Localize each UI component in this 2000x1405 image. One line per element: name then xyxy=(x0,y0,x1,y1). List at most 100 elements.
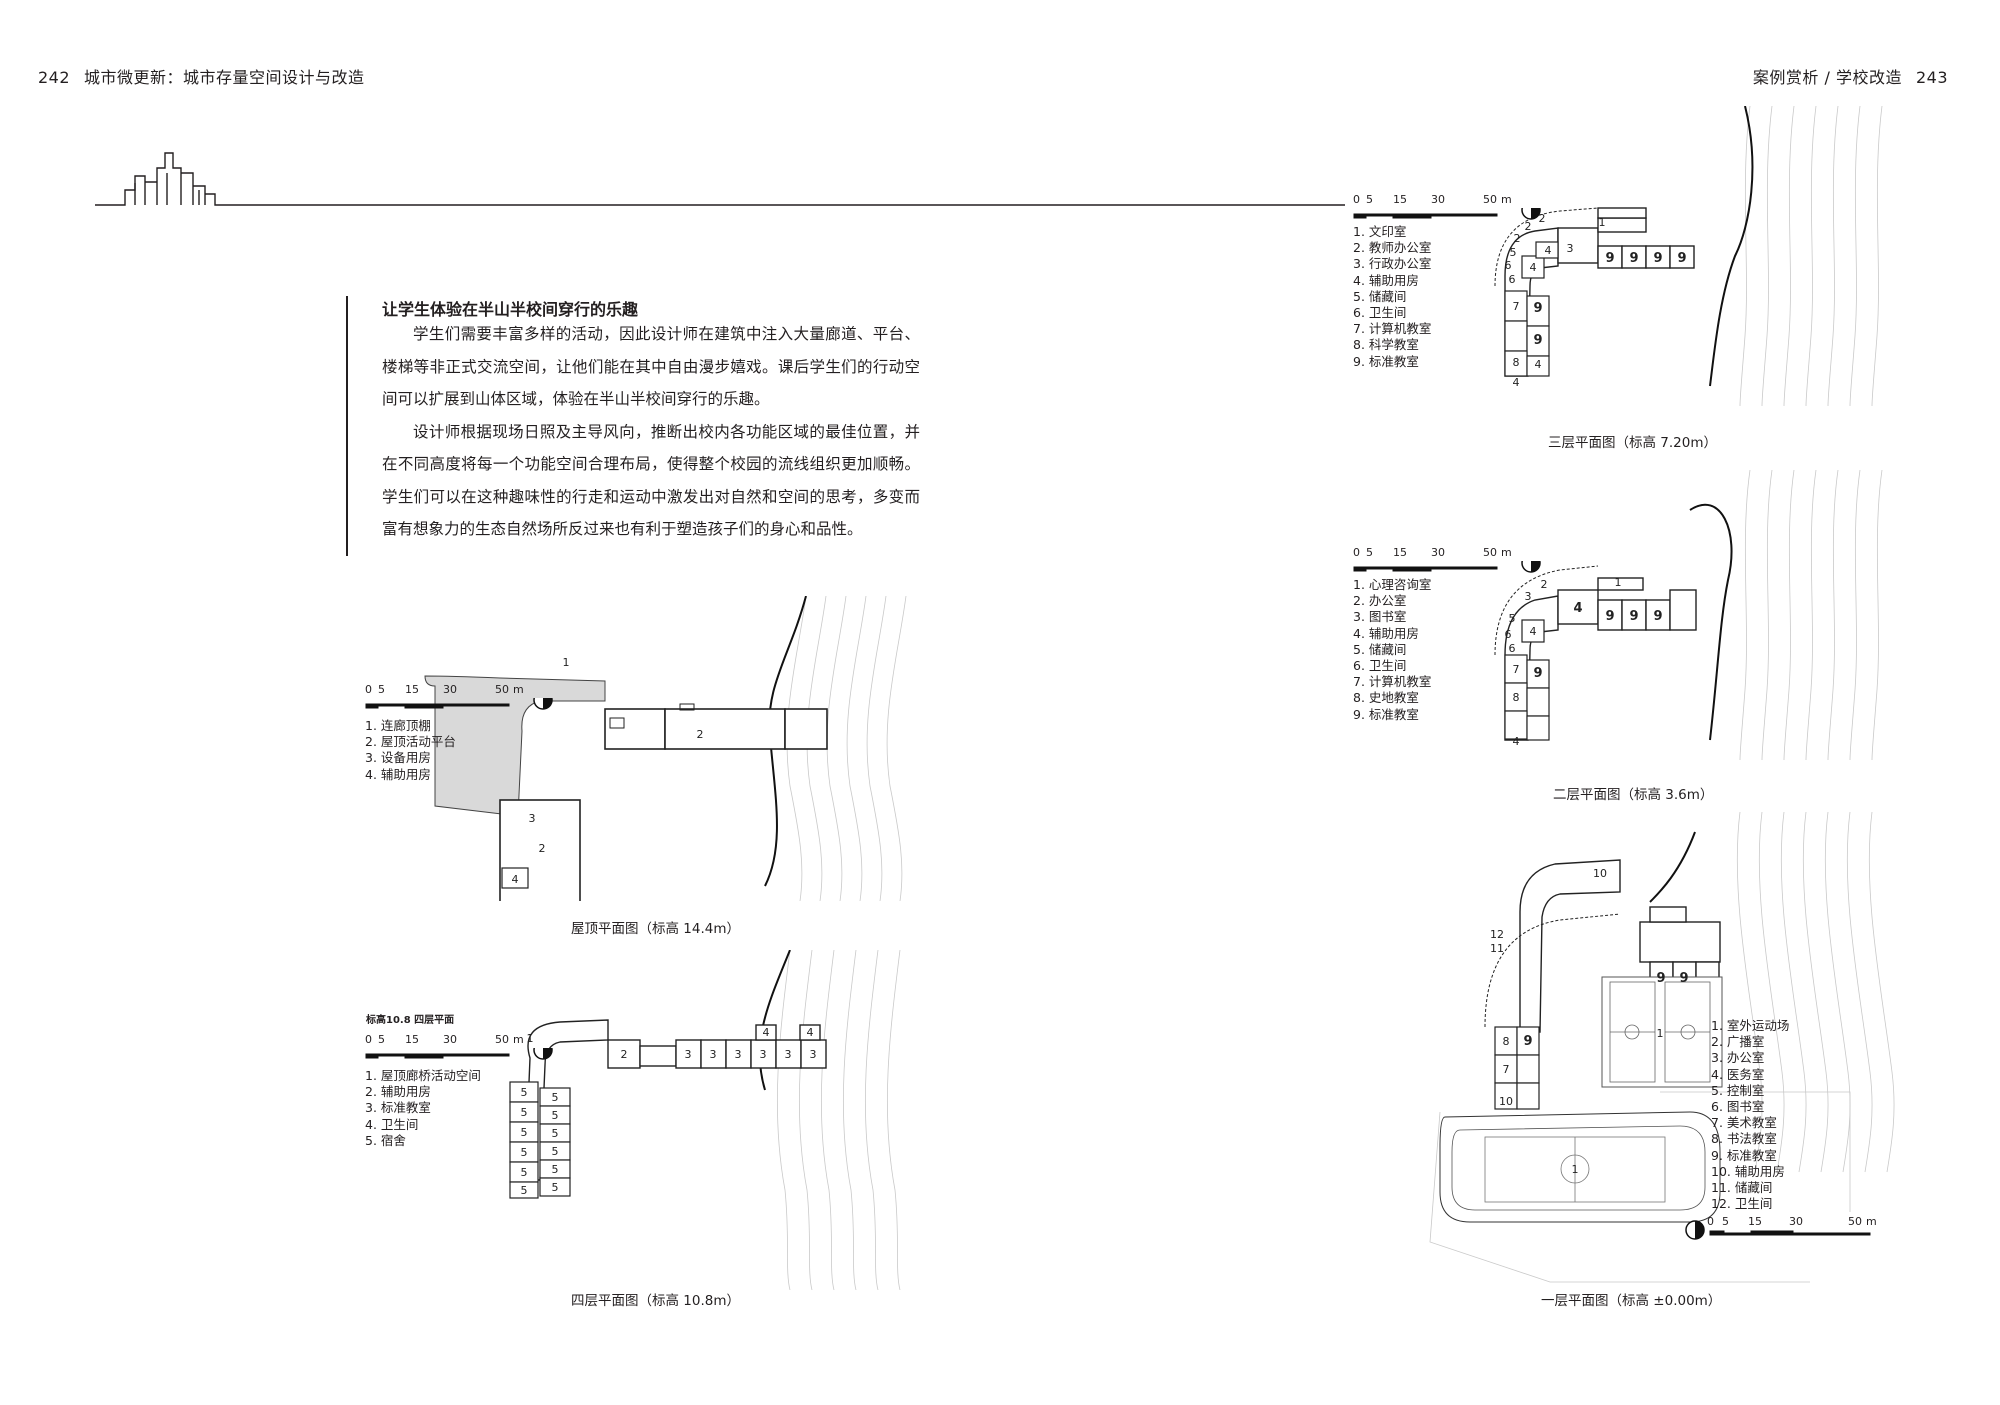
second-room-label: 7 xyxy=(1513,663,1520,676)
legend-item: 12. 卫生间 xyxy=(1711,1196,1773,1212)
roof-room-label: 4 xyxy=(512,873,519,886)
legend-item: 3. 办公室 xyxy=(1711,1050,1765,1066)
fourth-room-label: 5 xyxy=(521,1166,528,1179)
first-room-label: 1 xyxy=(1572,1163,1579,1176)
scale-tick: 50 xyxy=(495,683,509,696)
second-room-label: 8 xyxy=(1513,691,1520,704)
right-running-header: 案例赏析 / 学校改造 243 xyxy=(1753,64,1948,88)
third-room-label: 9 xyxy=(1629,251,1638,266)
fourth-room-label: 3 xyxy=(685,1048,692,1061)
legend-item: 4. 医务室 xyxy=(1711,1066,1765,1082)
second-room-label: 4 xyxy=(1513,735,1520,748)
second-plan-drawing: 1 2 3 4 4 4 5 6 6 7 8 9 9 9 9 xyxy=(1494,470,1883,760)
legend-item: 7. 计算机教室 xyxy=(1353,321,1432,337)
third-room-label: 6 xyxy=(1509,273,1516,286)
scale-tick: 50 xyxy=(495,1033,509,1046)
fourth-room-label: 3 xyxy=(710,1048,717,1061)
scale-tick: 0 xyxy=(1353,546,1360,559)
fourth-room-label: 2 xyxy=(621,1048,628,1061)
scale-tick: 30 xyxy=(1789,1215,1803,1228)
second-floor-plan: 1 2 3 4 4 4 5 6 6 7 8 9 9 9 9 xyxy=(1450,470,1920,760)
third-room-label: 2 xyxy=(1539,212,1546,225)
legend-item: 5. 控制室 xyxy=(1711,1082,1765,1098)
legend-item: 5. 储藏间 xyxy=(1353,641,1407,657)
legend-item: 8. 书法教室 xyxy=(1711,1131,1777,1147)
scale-tick: 15 xyxy=(1748,1215,1762,1228)
second-legend: 1. 心理咨询室 2. 办公室 3. 图书室 4. 辅助用房 5. 储藏间 6.… xyxy=(1353,577,1431,723)
third-room-label: 1 xyxy=(1599,216,1606,229)
roof-room-label: 3 xyxy=(529,812,536,825)
third-room-label: 8 xyxy=(1513,356,1520,369)
second-room-label: 2 xyxy=(1541,578,1548,591)
legend-item: 7. 美术教室 xyxy=(1711,1115,1777,1131)
legend-item: 3. 行政办公室 xyxy=(1353,256,1432,272)
scale-unit: m xyxy=(1501,546,1512,559)
legend-item: 2. 办公室 xyxy=(1353,593,1407,609)
third-room-label: 5 xyxy=(1510,246,1517,259)
scale-tick: 30 xyxy=(443,683,457,696)
fourth-room-label: 5 xyxy=(552,1181,559,1194)
second-room-label: 6 xyxy=(1509,642,1516,655)
third-room-label: 4 xyxy=(1513,376,1520,389)
fourth-room-label: 3 xyxy=(810,1048,817,1061)
legend-item: 4. 辅助用房 xyxy=(1353,272,1419,288)
section-title: 案例赏析 / 学校改造 xyxy=(1752,68,1902,87)
article-body: 学生们需要丰富多样的活动，因此设计师在建筑中注入大量廊道、平台、楼梯等非正式交流… xyxy=(382,318,920,546)
scale-tick: 15 xyxy=(1393,193,1407,206)
legend-item: 1. 连廊顶棚 xyxy=(365,718,431,733)
scale-tick: 0 xyxy=(1353,193,1360,206)
second-room-label: 9 xyxy=(1605,609,1614,624)
first-plan-caption: 一层平面图（标高 ±0.00m） xyxy=(1541,1293,1722,1309)
left-page-number: 242 xyxy=(38,68,71,87)
legend-item: 9. 标准教室 xyxy=(1353,706,1419,722)
first-room-label: 10 xyxy=(1499,1095,1513,1108)
roof-legend: 1. 连廊顶棚 2. 屋顶活动平台 3. 设备用房 4. 辅助用房 xyxy=(365,718,456,783)
scale-unit: m xyxy=(513,1033,524,1046)
legend-item: 8. 科学教室 xyxy=(1353,337,1419,353)
legend-item: 11. 储藏间 xyxy=(1711,1180,1773,1196)
third-room-label: 9 xyxy=(1533,333,1542,348)
book-title: 城市微更新：城市存量空间设计与改造 xyxy=(84,68,365,87)
scale-tick: 30 xyxy=(443,1033,457,1046)
third-room-label: 9 xyxy=(1605,251,1614,266)
second-room-label: 9 xyxy=(1653,609,1662,624)
fourth-room-label: 5 xyxy=(521,1146,528,1159)
fourth-room-label: 5 xyxy=(552,1127,559,1140)
third-scale-bar: 0 5 15 30 50 m xyxy=(1353,193,1553,233)
scale-tick: 5 xyxy=(1722,1215,1729,1228)
second-room-label: 1 xyxy=(1615,576,1622,589)
first-room-label: 9 xyxy=(1679,971,1688,986)
fourth-plan-subtitle: 标高10.8 四层平面 xyxy=(366,1015,455,1026)
legend-item: 9. 标准教室 xyxy=(1711,1147,1777,1163)
roof-plan-drawing: 1 2 3 2 4 xyxy=(424,596,907,901)
second-room-label: 3 xyxy=(1525,590,1532,603)
fourth-room-label: 3 xyxy=(785,1048,792,1061)
legend-item: 4. 卫生间 xyxy=(365,1116,419,1132)
fourth-floor-plan: 1 2 3 3 3 3 3 3 4 4 5 5 5 5 5 5 5 5 5 5 … xyxy=(500,950,925,1290)
first-plan-drawing: 1 1 10 10 12 11 8 7 9 9 9 xyxy=(1429,812,1895,1283)
first-room-label: 12 xyxy=(1490,928,1504,941)
third-plan-drawing: 1 2 2 2 3 4 4 4 5 6 6 7 8 9 9 9 9 9 9 4 xyxy=(1494,106,1883,406)
legend-item: 1. 屋顶廊桥活动空间 xyxy=(365,1068,481,1083)
third-room-label: 2 xyxy=(1525,220,1532,233)
legend-item: 5. 宿舍 xyxy=(365,1132,406,1148)
fourth-plan-caption: 四层平面图（标高 10.8m） xyxy=(571,1293,741,1309)
scale-unit: m xyxy=(513,683,524,696)
first-room-label: 9 xyxy=(1523,1034,1532,1049)
fourth-plan-drawing: 1 2 3 3 3 3 3 3 4 4 5 5 5 5 5 5 5 5 5 5 … xyxy=(509,950,901,1290)
skyline-divider-icon xyxy=(95,152,1345,206)
first-room-label: 10 xyxy=(1593,867,1607,880)
fourth-room-label: 5 xyxy=(552,1109,559,1122)
legend-item: 6. 卫生间 xyxy=(1353,658,1407,674)
second-room-label: 4 xyxy=(1573,601,1582,616)
scale-unit: m xyxy=(1866,1215,1877,1228)
right-page-number: 243 xyxy=(1915,68,1948,87)
legend-item: 8. 史地教室 xyxy=(1353,690,1419,706)
legend-item: 9. 标准教室 xyxy=(1353,353,1419,369)
fourth-room-label: 4 xyxy=(807,1026,814,1039)
fourth-room-label: 5 xyxy=(521,1126,528,1139)
fourth-room-label: 3 xyxy=(735,1048,742,1061)
first-room-label: 1 xyxy=(1657,1027,1664,1040)
article-paragraph-2: 设计师根据现场日照及主导风向，推断出校内各功能区域的最佳位置，并在不同高度将每一… xyxy=(382,422,920,539)
fourth-room-label: 5 xyxy=(521,1184,528,1197)
